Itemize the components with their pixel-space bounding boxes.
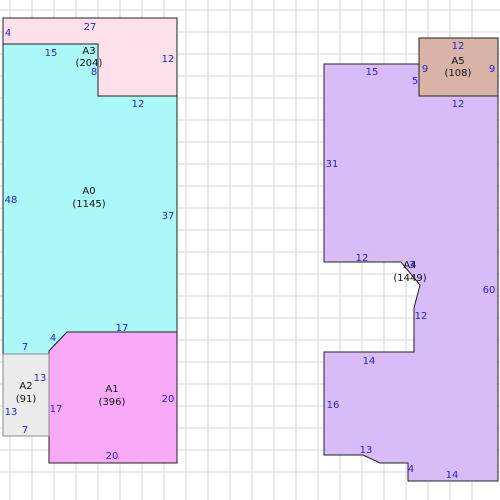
room-a5-label: A5 (451, 56, 464, 67)
dim-label: 7 (22, 342, 28, 353)
dim-label: 3 (409, 260, 415, 271)
dim-label: 9 (422, 64, 428, 75)
room-a0-label: A0 (82, 186, 95, 197)
room-a4-area: (1449) (393, 273, 426, 284)
dim-label: 8 (91, 67, 97, 78)
dim-label: 20 (162, 394, 175, 405)
dim-label: 20 (106, 451, 119, 462)
room-a2-label: A2 (19, 381, 32, 392)
dim-label: 17 (116, 323, 129, 334)
dim-label: 15 (45, 48, 58, 59)
dim-label: 13 (5, 407, 18, 418)
room-a1-label: A1 (105, 384, 118, 395)
room-a5-area: (108) (445, 68, 472, 79)
dim-label: 7 (22, 425, 28, 436)
dim-label: 4 (50, 333, 56, 344)
dim-label: 14 (446, 470, 459, 481)
dim-label: 12 (132, 99, 145, 110)
room-a1-area: (396) (99, 397, 126, 408)
room-a3[interactable] (2, 17, 178, 97)
dim-label: 14 (363, 356, 376, 367)
room-a5[interactable] (418, 37, 499, 97)
dim-label: 17 (50, 404, 63, 415)
dim-label: 16 (327, 400, 340, 411)
dim-label: 4 (5, 28, 11, 39)
room-a2[interactable] (2, 353, 50, 437)
dim-label: 5 (412, 76, 418, 87)
dim-label: 12 (415, 311, 428, 322)
room-a2-area: (91) (16, 394, 37, 405)
dim-label: 13 (360, 445, 373, 456)
room-a4-label: A4 (403, 260, 416, 271)
dim-label: 27 (84, 22, 97, 33)
dim-label: 12 (162, 54, 175, 65)
dim-label: 4 (408, 464, 414, 475)
room-a0-area: (1145) (72, 199, 105, 210)
room-a1[interactable] (48, 331, 178, 464)
dim-label: 37 (162, 211, 175, 222)
room-a3-label: A3 (82, 46, 95, 57)
dim-label: 13 (34, 373, 47, 384)
dim-label: 31 (326, 159, 339, 170)
dim-label: 12 (452, 99, 465, 110)
room-a3-area: (204) (76, 58, 103, 69)
dim-label: 15 (366, 67, 379, 78)
dim-label: 60 (483, 285, 496, 296)
dim-label: 12 (452, 41, 465, 52)
dim-label: 12 (356, 253, 369, 264)
dim-label: 48 (5, 195, 18, 206)
dim-label: 9 (489, 64, 495, 75)
